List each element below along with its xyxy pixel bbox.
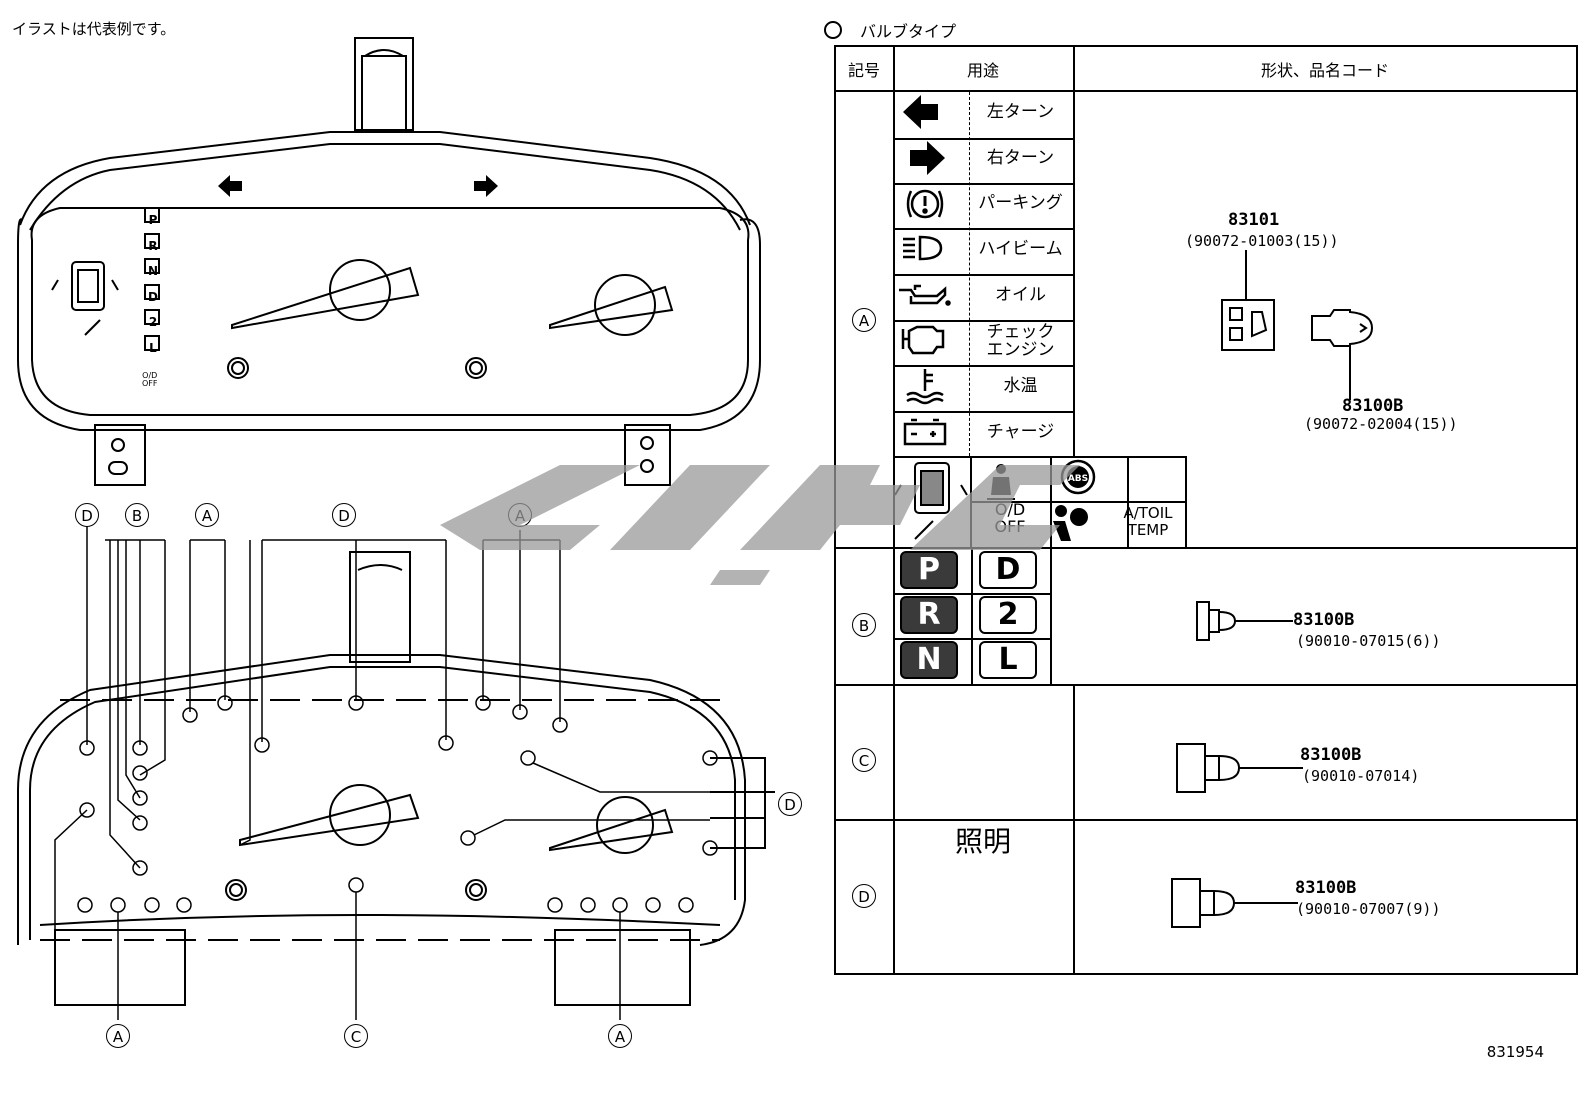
gear-r: R — [148, 238, 158, 253]
bulb-type-header: バルブタイプ — [824, 18, 956, 42]
illustration-note: イラストは代表例です。 — [12, 20, 176, 38]
abs-icon: ABS — [1060, 459, 1096, 495]
part-a2-code: 83100B — [1342, 396, 1404, 416]
callout-top-d1: D — [75, 503, 99, 527]
shift-indicator-icon — [894, 462, 968, 540]
circle-icon — [824, 21, 842, 39]
group-a-use-icons — [899, 95, 951, 446]
svg-text:ABS: ABS — [1068, 474, 1088, 484]
header-symbol: 記号 — [847, 61, 880, 80]
use-illumination: 照明 — [955, 825, 1012, 858]
group-symbol-a: A — [852, 308, 876, 332]
bulb-type-label: バルブタイプ — [860, 22, 957, 41]
gear-l-box: L — [979, 641, 1037, 679]
diagram-part-number: 831954 — [1486, 1043, 1544, 1061]
socket-body — [1221, 299, 1275, 351]
instrument-cluster-diagram — [17, 37, 775, 1020]
right-turn-icon — [910, 141, 945, 175]
label-od-off: O/D OFF — [994, 500, 1026, 536]
header-use: 用途 — [966, 61, 999, 80]
cluster-rear-view — [17, 551, 775, 1006]
part-c-code: 83100B — [1300, 745, 1362, 765]
left-turn-icon — [218, 175, 242, 197]
gear-n-box: N — [900, 641, 958, 679]
part-c-sub: (90010-07014) — [1302, 767, 1420, 785]
part-d-sub: (90010-07007(9)) — [1296, 900, 1441, 918]
gear-r-box: R — [900, 596, 958, 634]
part-a1-sub: (90072-01003(15)) — [1185, 232, 1339, 250]
use-left-turn: 左ターン — [986, 102, 1055, 122]
group-symbol-d: D — [852, 884, 876, 908]
gear-d-box: D — [979, 551, 1037, 589]
use-water-temp: 水温 — [1003, 376, 1038, 396]
part-b-code: 83100B — [1293, 610, 1355, 630]
callout-bottom-c: C — [344, 1024, 368, 1048]
use-parking: パーキング — [978, 193, 1063, 213]
gear-p: P — [148, 213, 158, 227]
gear-2-box: 2 — [979, 596, 1037, 634]
use-right-turn: 右ターン — [986, 148, 1055, 168]
left-turn-icon — [903, 95, 938, 129]
front-gear-letters: P R N D 2 L — [147, 208, 159, 362]
group-symbol-c: C — [852, 748, 876, 772]
seatbelt-icon — [987, 464, 1015, 500]
part-a-drawings — [1221, 250, 1374, 400]
gear-d: D — [148, 289, 158, 304]
part-c-bulb — [1176, 743, 1303, 793]
callout-bottom-a2: A — [608, 1024, 632, 1048]
parking-brake-icon — [906, 189, 944, 219]
cluster-front-view — [17, 37, 761, 486]
high-beam-icon — [903, 235, 943, 261]
part-a2-sub: (90072-02004(15)) — [1304, 415, 1458, 433]
right-turn-icon — [474, 175, 498, 197]
front-od-off: O/D OFF — [142, 371, 158, 388]
part-d-bulb — [1171, 878, 1298, 928]
callout-top-a2: A — [508, 503, 532, 527]
part-b-bulb — [1196, 601, 1293, 641]
use-oil: オイル — [995, 285, 1046, 305]
leader-lines — [54, 525, 718, 1020]
airbag-icon — [1053, 505, 1088, 541]
group-symbol-b: B — [852, 613, 876, 637]
callout-top-d2: D — [332, 503, 356, 527]
callout-top-a1: A — [195, 503, 219, 527]
part-d-code: 83100B — [1295, 878, 1357, 898]
check-engine-icon — [901, 325, 945, 355]
use-charge: チャージ — [986, 422, 1055, 442]
gear-n: N — [147, 264, 159, 279]
use-check-engine: チェック エンジン — [986, 322, 1055, 360]
callout-right-d: D — [778, 792, 802, 816]
label-at-oil-temp: A/TOIL TEMP — [1123, 504, 1173, 539]
header-shape: 形状、品名コード — [1260, 61, 1389, 80]
gear-2: 2 — [148, 315, 158, 330]
battery-charge-icon — [903, 418, 947, 446]
gear-p-box: P — [900, 551, 958, 589]
oil-pressure-icon — [899, 284, 951, 306]
part-a1-code: 83101 — [1228, 210, 1280, 230]
callout-top-b: B — [125, 503, 149, 527]
callout-bottom-a1: A — [106, 1024, 130, 1048]
use-high-beam: ハイビーム — [978, 239, 1063, 259]
wedge-bulb — [1311, 309, 1374, 347]
gear-l: L — [149, 340, 157, 355]
part-b-sub: (90010-07015(6)) — [1296, 632, 1441, 650]
water-temp-icon — [906, 369, 944, 405]
